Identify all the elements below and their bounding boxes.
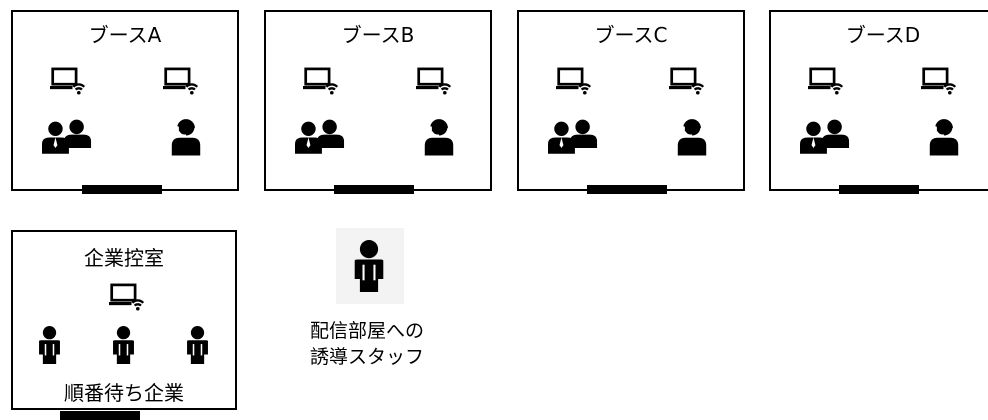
laptop-wifi-icon [303, 67, 339, 96]
guide-staff-line1: 配信部屋への [309, 320, 424, 342]
person-icon [350, 240, 388, 292]
waiting-room: 企業控室 順番待ち企業 [11, 230, 237, 410]
laptop-wifi-icon [808, 67, 844, 96]
headset-person-icon [928, 116, 960, 156]
booth-d-door [839, 185, 919, 194]
booth-d: ブースD [769, 10, 988, 191]
headset-person-icon [170, 116, 202, 156]
guide-staff-caption: 配信部屋への 誘導スタッフ [272, 318, 462, 370]
laptop-wifi-icon [921, 67, 957, 96]
two-people-icon [295, 119, 345, 154]
booth-a: ブースA [11, 10, 239, 191]
waiting-room-title: 企業控室 [84, 246, 164, 270]
person-icon [110, 326, 137, 364]
booth-c-label: ブースC [594, 23, 668, 47]
headset-person-icon [423, 116, 455, 156]
booth-a-label: ブースA [88, 23, 162, 47]
person-icon [184, 326, 211, 364]
two-people-icon [800, 119, 850, 154]
guide-staff-line2: 誘導スタッフ [309, 346, 424, 368]
person-icon [36, 326, 63, 364]
laptop-wifi-icon [669, 67, 705, 96]
booth-b-door [334, 185, 414, 194]
booth-c-door [587, 185, 667, 194]
laptop-wifi-icon [109, 283, 145, 312]
two-people-icon [42, 119, 92, 154]
booth-a-door [82, 185, 162, 194]
laptop-wifi-icon [50, 67, 86, 96]
booth-b: ブースB [264, 10, 492, 191]
laptop-wifi-icon [556, 67, 592, 96]
laptop-wifi-icon [416, 67, 452, 96]
booth-c: ブースC [517, 10, 745, 191]
waiting-room-door [60, 411, 140, 420]
two-people-icon [548, 119, 598, 154]
booth-b-label: ブースB [341, 23, 415, 47]
waiting-companies-label: 順番待ち企業 [64, 381, 184, 405]
laptop-wifi-icon [163, 67, 199, 96]
booth-d-label: ブースD [845, 23, 921, 47]
headset-person-icon [676, 116, 708, 156]
